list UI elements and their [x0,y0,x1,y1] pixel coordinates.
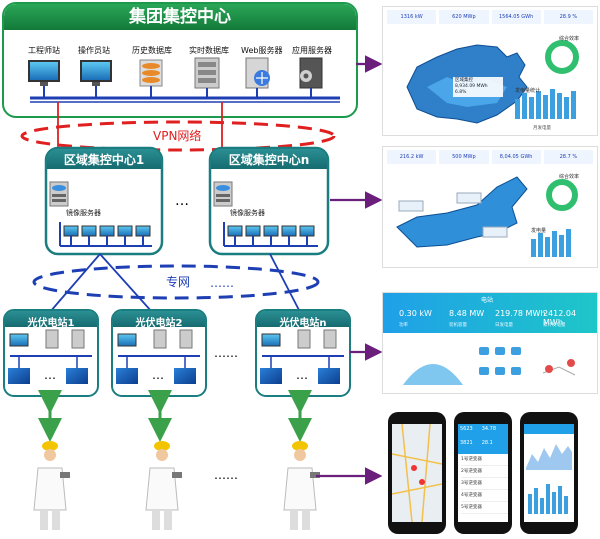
private-network-ellipsis: …… [210,276,234,290]
list-item[interactable]: 2号逆变器 [461,466,508,478]
summary-value: 3821 [460,439,473,446]
station-label-web-server: Web服务器 [241,46,283,55]
region-center-n-header: 区域集控中心n [211,149,327,169]
region1-workstations [63,225,151,237]
phone-charts [520,412,578,534]
panel-ellipsis-n: … [296,368,308,382]
kpi-card: 28.7 % [543,150,593,164]
group-center-title: 集团集控中心 [129,7,231,27]
station1-equipment [8,329,92,384]
worker-icon [145,441,182,530]
phone-map [388,412,446,534]
panel-ellipsis-2: … [152,368,164,382]
map-card: 区域集控 8,934.09 MWh 6.8% [453,77,503,97]
kpi-row: 1316 kW 620 MWp 1564.05 GWh 28.9 % [387,10,593,24]
app-server-icon [299,57,323,89]
phone-summary: 5623 34.78 3821 28.1 [458,424,508,454]
monitor-icon [28,60,60,86]
list-item[interactable]: 5号逆变器 [461,502,508,514]
summary-value: 5623 [460,426,473,432]
mirror-server-label-n: 镜像服务器 [230,209,265,217]
group-center-header: 集团集控中心 [4,4,356,30]
dashboard2-chart-title: 发电量 [531,228,547,234]
region-center-n-title: 区域集控中心n [228,153,310,167]
list-item[interactable]: 1号逆变器 [461,454,508,466]
region-center-1-title: 区域集控中心1 [63,153,145,167]
station-label-app-server: 应用服务器 [292,46,332,55]
panel-ellipsis-1: … [44,368,56,382]
list-item[interactable]: 4号逆变器 [461,490,508,502]
kpi-card: 500 MWp [439,150,489,164]
pv-station-2-title: 光伏电站2 [135,318,183,329]
station-label-engineer: 工程师站 [28,46,60,55]
dashboard3-banner: 电站 0.30 kW 8.48 MW 219.78 MWh 2412.04 MW… [383,293,597,333]
database-icon [194,57,220,89]
private-network-label: 专网 [166,275,191,289]
dashboard-group: 1316 kW 620 MWp 1564.05 GWh 28.9 % 区域集控 … [382,6,598,136]
station-label-operator: 操作员站 [78,46,110,55]
mirror-server-icon [213,181,233,207]
dashboard-region: 216.2 kW 500 MWp 8,04.05 GWh 28.7 % 综合效率… [382,146,598,268]
phone-screen: 5623 34.78 3821 28.1 1号逆变器 2号逆变器 3号逆变器 4… [458,424,508,522]
worker-ellipsis: …… [214,468,238,482]
vpn-label: VPN网络 [150,127,205,144]
dashboard1-legend: 月发电量 [533,126,551,131]
dashboard3-graphics [403,347,576,385]
summary-value: 34.78 [481,426,497,432]
summary-value: 28.1 [481,439,493,446]
phone-chart-screen [524,424,574,514]
map-card-title: 区域集控 [455,78,473,83]
dashboard2-graphics [396,176,578,257]
kpi-card: 28.9 % [543,10,593,24]
pv-station-2-header: 光伏电站2 [113,311,205,329]
map-card-stat: 6.8% [455,90,467,95]
kpi-value: 2412.04 MWh [543,309,577,327]
kpi-label: 累计发电量 [543,323,566,328]
kpi-card: 8,04.05 GWh [491,150,541,164]
region-center-1-header: 区域集控中心1 [47,149,161,169]
dashboard-station: 电站 0.30 kW 8.48 MW 219.78 MWh 2412.04 MW… [382,292,598,394]
kpi-row: 216.2 kW 500 MWp 8,04.05 GWh 28.7 % [387,150,593,164]
pv-station-1-title: 光伏电站1 [27,318,75,329]
list-item[interactable]: 3号逆变器 [461,478,508,490]
region-ellipsis: … [175,193,189,209]
inverter-list: 1号逆变器 2号逆变器 3号逆变器 4号逆变器 5号逆变器 [458,454,508,514]
mirror-server-label-1: 镜像服务器 [66,209,101,217]
database-icon [139,59,163,87]
dashboard2-right-title: 综合效率 [559,174,580,180]
monitor-icon [80,60,112,86]
worker-icon [33,441,70,530]
kpi-card: 216.2 kW [387,150,437,164]
kpi-card: 1316 kW [387,10,437,24]
dashboard1-chart-title: 发电量统计 [515,88,541,94]
station-label-history-db: 历史数据库 [132,46,172,55]
phone-screen [392,424,442,522]
phone-list: 5623 34.78 3821 28.1 1号逆变器 2号逆变器 3号逆变器 4… [454,412,512,534]
regionn-workstations [227,225,315,237]
dashboard1-right-title: 综合效率 [559,36,580,42]
station-ellipsis: …… [214,346,238,360]
worker-icon [283,441,320,530]
pv-station-1-header: 光伏电站1 [5,311,97,329]
phone-screen [524,424,574,522]
map-card-value: 8,934.09 MWh [455,84,488,89]
map-screen [392,424,442,522]
kpi-label: 装机容量 [449,323,467,328]
kpi-label: 日发电量 [495,323,513,328]
pv-station-n-header: 光伏电站n [257,311,349,329]
kpi-value: 0.30 kW [399,309,432,318]
pv-station-n-title: 光伏电站n [279,318,327,329]
kpi-value: 219.78 MWh [495,309,546,318]
web-server-icon [245,57,270,89]
stationn-equipment [260,329,344,384]
dashboard3-title: 电站 [481,297,494,304]
kpi-card: 1564.05 GWh [491,10,541,24]
kpi-label: 功率 [399,323,408,328]
mirror-server-icon [49,181,69,207]
kpi-card: 620 MWp [439,10,489,24]
station-label-realtime-db: 实时数据库 [189,46,229,55]
kpi-value: 8.48 MW [449,309,485,318]
station2-equipment [116,329,200,384]
